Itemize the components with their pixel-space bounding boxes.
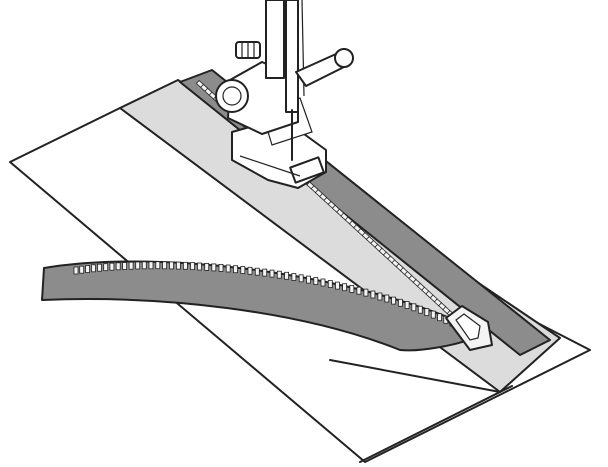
zipper-tooth-curved — [169, 261, 174, 270]
zipper-tooth-curved — [313, 277, 319, 285]
zipper-tooth-curved — [141, 261, 147, 270]
zipper-tooth-curved — [135, 261, 141, 270]
zipper-tooth-curved — [291, 273, 297, 281]
zipper-tooth-curved — [91, 264, 96, 273]
zipper-tooth-curved — [342, 283, 348, 292]
zipper-tooth-curved — [162, 261, 168, 270]
zipper-slider — [445, 305, 493, 351]
zipper-tooth-curved — [397, 298, 403, 307]
zipper-tooth-curved — [370, 290, 376, 299]
zipper-tooth-curved — [306, 275, 311, 284]
zipper-tooth-curved — [155, 261, 161, 270]
top-screw — [235, 41, 261, 59]
zipper-tooth-curved — [233, 265, 238, 274]
zipper-tooth-curved — [211, 263, 217, 272]
zipper-tooth-curved — [247, 266, 253, 275]
zipper-tooth-curved — [363, 288, 369, 297]
zipper-tooth-curved — [103, 263, 109, 272]
zipper-tooth-curved — [430, 310, 436, 319]
zipper-tooth-curved — [276, 270, 282, 279]
zipper-tooth-curved — [284, 271, 290, 280]
zipper-tooth-curved — [335, 281, 340, 290]
zipper-tape-left — [41, 260, 479, 352]
zipper-tooth-curved — [391, 296, 397, 305]
zipper-tooth-curved — [128, 261, 134, 270]
zipper-tooth-curved — [384, 294, 390, 303]
zipper-tooth-curved — [190, 262, 195, 271]
zipper-tooth-curved — [254, 267, 260, 276]
needle — [265, 0, 305, 161]
zipper-tooth-curved — [424, 308, 430, 317]
zipper-tooth-curved — [377, 292, 383, 301]
zipper-tooth-curved — [197, 262, 202, 271]
zipper-tooth-curved — [85, 265, 90, 273]
zipper-tooth-curved — [417, 305, 423, 314]
zipper-tooth-curved — [404, 301, 410, 309]
zipper-tooth-curved — [225, 264, 231, 273]
zipper-tooth-curved — [411, 303, 417, 312]
zipper-tooth-curved — [73, 266, 79, 275]
zipper-tooth-curved — [269, 269, 275, 278]
zipper-tooth-curved — [240, 266, 246, 274]
zipper-tooth-curved — [115, 262, 121, 271]
zipper-tooth-curved — [327, 280, 333, 288]
zipper-tooth-curved — [218, 263, 224, 272]
zipper-tooth-curved — [122, 262, 127, 270]
zipper-tooth-curved — [79, 265, 85, 274]
zipper-tooth-curved — [204, 262, 210, 271]
zipper-tooth-curved — [437, 313, 443, 322]
zipper-tooth-curved — [109, 262, 115, 271]
zipper-tooth-curved — [148, 261, 154, 270]
zipper-tooth-curved — [262, 268, 268, 277]
side-lever — [295, 48, 354, 87]
zipper-tooth-curved — [97, 263, 102, 272]
zipper-tooth-curved — [182, 261, 188, 270]
zipper-tooth-curved — [298, 274, 304, 283]
zipper-tooth-curved — [175, 261, 181, 270]
foot-holder — [215, 61, 299, 135]
zipper-tooth-curved — [349, 284, 355, 293]
fabric-fold-edge — [329, 359, 513, 463]
zipper-tooth-curved — [356, 286, 362, 295]
zipper-tooth-curved — [320, 278, 326, 287]
